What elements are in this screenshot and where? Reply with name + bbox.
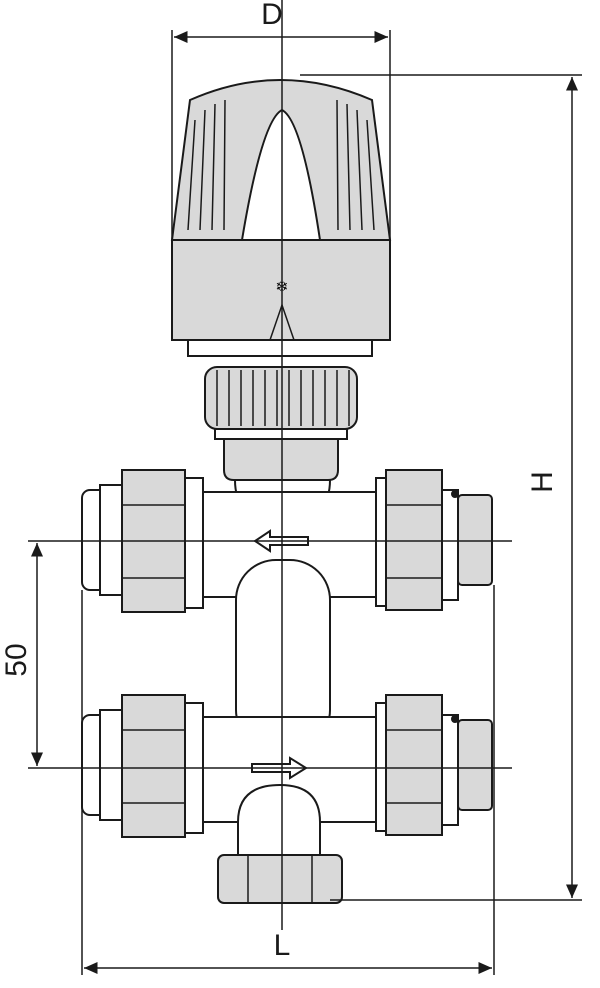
right-fittings [375, 469, 493, 836]
dimension-label-50: 50 [0, 643, 33, 676]
left-fittings [81, 469, 204, 838]
valve-body [199, 491, 381, 904]
dimension-lines [31, 30, 582, 975]
dimension-label-h: H [526, 471, 559, 493]
dimension-label-d: D [261, 0, 283, 31]
dimension-label-l: L [274, 929, 291, 962]
thermostatic-head: ❄ [170, 79, 392, 357]
center-lines [28, 0, 512, 930]
